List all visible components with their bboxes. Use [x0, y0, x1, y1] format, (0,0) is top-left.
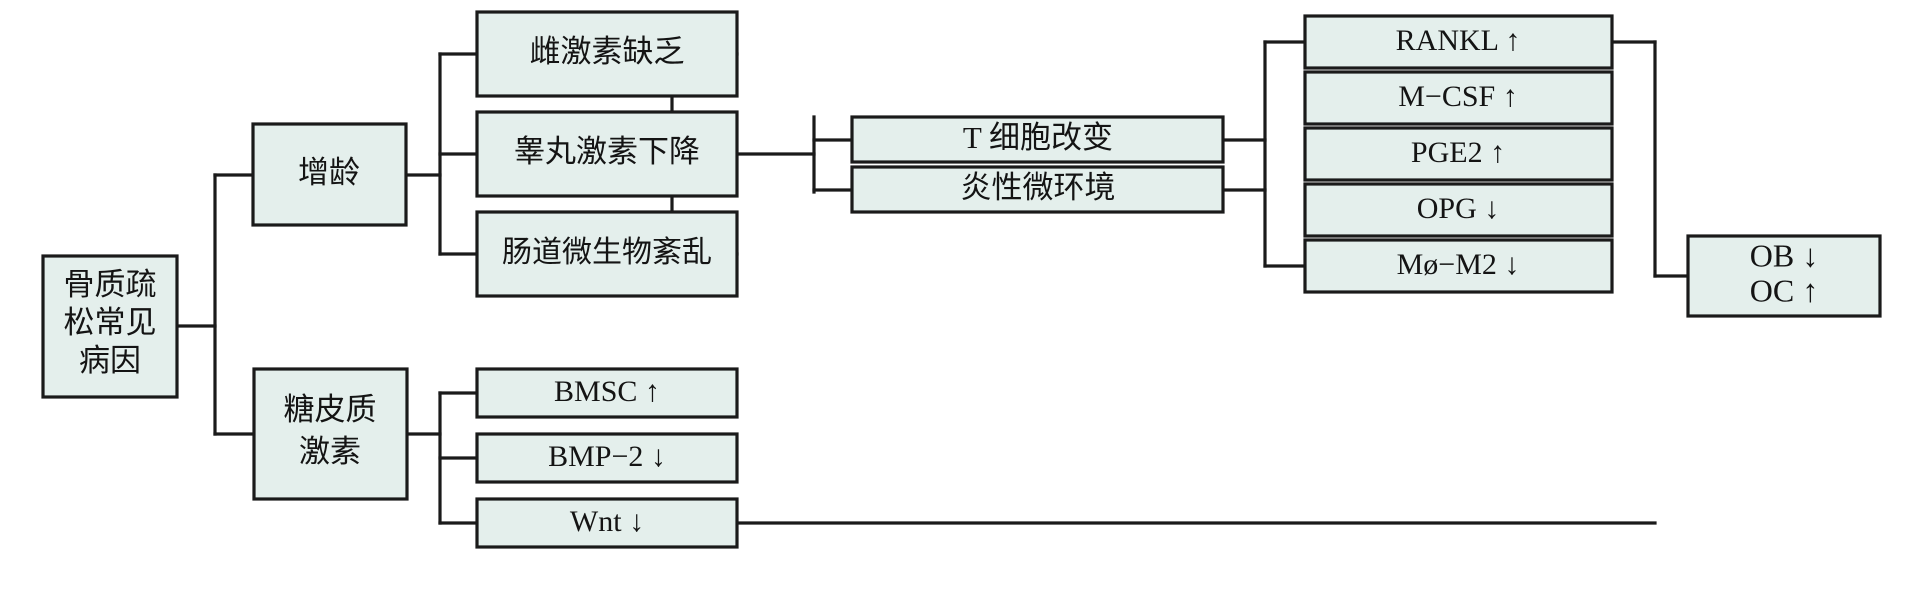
- node-estrogen-deficiency-rect: [475, 10, 739, 98]
- node-root[interactable]: 骨质疏 松常见 病因: [41, 254, 179, 399]
- node-mcsf[interactable]: M−CSF ↑: [1303, 70, 1614, 126]
- node-root-line1: 骨质疏: [64, 267, 157, 302]
- node-inflammatory-microenvironment-rect: [850, 165, 1225, 214]
- node-wnt-label: Wnt ↓: [570, 505, 644, 538]
- node-root-line3: 病因: [79, 343, 141, 378]
- node-bmsc-label: BMSC ↑: [554, 375, 660, 408]
- node-pge2-rect: [1303, 126, 1614, 182]
- node-glucocorticoid[interactable]: 糖皮质 激素: [252, 367, 409, 501]
- node-root-line2: 松常见: [64, 305, 157, 340]
- node-outcome-line1: OB ↓: [1750, 237, 1818, 273]
- node-bmp2-label: BMP−2 ↓: [548, 440, 666, 473]
- node-testosterone-decline-label: 睾丸激素下降: [514, 134, 700, 169]
- node-opg-rect: [1303, 182, 1614, 238]
- node-testosterone-decline[interactable]: 睾丸激素下降: [475, 110, 739, 198]
- node-aging[interactable]: 增龄: [251, 122, 408, 227]
- node-outcome[interactable]: OB ↓ OC ↑: [1686, 234, 1882, 318]
- node-gut-microbiota-dysbiosis-rect: [475, 210, 739, 298]
- node-macrophage-m2[interactable]: Mø−M2 ↓: [1303, 238, 1614, 294]
- node-macrophage-m2-rect: [1303, 238, 1614, 294]
- node-gut-microbiota-dysbiosis[interactable]: 肠道微生物紊乱: [475, 210, 739, 298]
- node-pge2-label: PGE2 ↑: [1411, 136, 1505, 169]
- node-bmsc[interactable]: BMSC ↑: [475, 367, 739, 419]
- node-mcsf-label: M−CSF ↑: [1398, 80, 1517, 113]
- node-estrogen-deficiency-label: 雌激素缺乏: [530, 34, 685, 69]
- node-wnt-rect: [475, 497, 739, 549]
- node-rankl-rect: [1303, 14, 1614, 70]
- node-opg[interactable]: OPG ↓: [1303, 182, 1614, 238]
- node-tcell-change-rect: [850, 115, 1225, 164]
- node-aging-label: 增龄: [298, 155, 360, 190]
- node-glucocorticoid-rect: [252, 367, 409, 501]
- node-opg-label: OPG ↓: [1417, 192, 1500, 225]
- node-macrophage-m2-label: Mø−M2 ↓: [1397, 248, 1520, 281]
- node-estrogen-deficiency[interactable]: 雌激素缺乏: [475, 10, 739, 98]
- node-root-rect: [41, 254, 179, 399]
- node-tcell-change-label: T 细胞改变: [963, 120, 1113, 155]
- node-gut-microbiota-dysbiosis-label: 肠道微生物紊乱: [502, 236, 712, 269]
- node-tcell-change[interactable]: T 细胞改变: [850, 115, 1225, 164]
- node-inflammatory-microenvironment-label: 炎性微环境: [961, 170, 1116, 205]
- node-mcsf-rect: [1303, 70, 1614, 126]
- node-pge2[interactable]: PGE2 ↑: [1303, 126, 1614, 182]
- node-glucocorticoid-line2: 激素: [299, 434, 361, 469]
- node-rankl-label: RANKL ↑: [1396, 24, 1521, 57]
- node-outcome-line2: OC ↑: [1750, 272, 1818, 308]
- node-wnt[interactable]: Wnt ↓: [475, 497, 739, 549]
- node-outcome-rect: [1686, 234, 1882, 318]
- node-bmp2-rect: [475, 432, 739, 484]
- node-aging-rect: [251, 122, 408, 227]
- node-inflammatory-microenvironment[interactable]: 炎性微环境: [850, 165, 1225, 214]
- node-bmp2[interactable]: BMP−2 ↓: [475, 432, 739, 484]
- node-testosterone-decline-rect: [475, 110, 739, 198]
- node-glucocorticoid-line1: 糖皮质: [284, 392, 377, 427]
- node-rankl[interactable]: RANKL ↑: [1303, 14, 1614, 70]
- node-bmsc-rect: [475, 367, 739, 419]
